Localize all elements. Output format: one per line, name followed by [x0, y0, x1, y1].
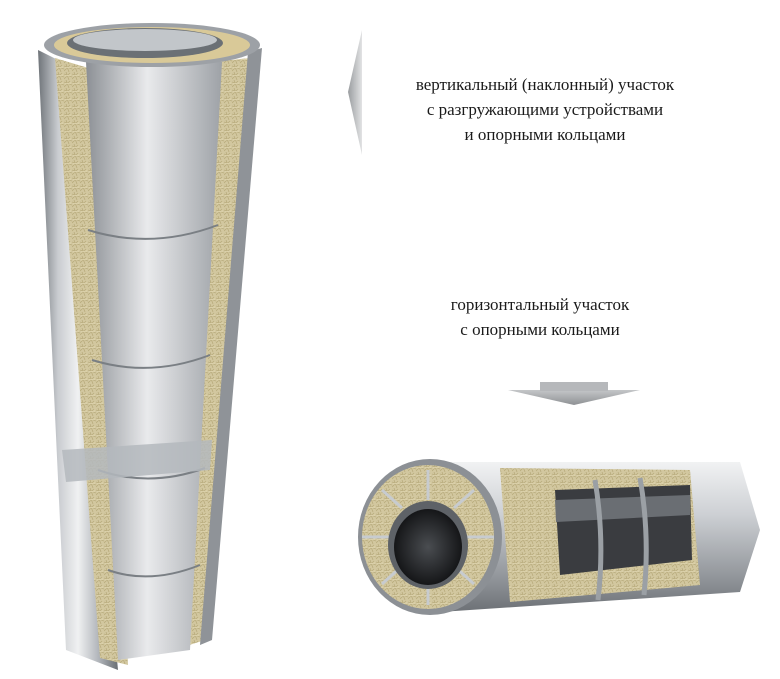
caption-vertical-line-1: вертикальный (наклонный) участок	[415, 75, 675, 94]
caption-horizontal-section: горизонтальный участок с опорными кольца…	[390, 292, 690, 342]
insulation-left	[55, 58, 128, 665]
horizontal-pipe	[358, 459, 760, 615]
support-rings-horizontal	[592, 477, 649, 601]
vertical-pipe	[38, 23, 262, 670]
caption-horizontal-line-1: горизонтальный участок	[450, 295, 630, 314]
inner-pipe	[86, 62, 222, 660]
caption-vertical-section: вертикальный (наклонный) участок с разгр…	[370, 72, 720, 147]
outer-shell-right	[200, 48, 262, 645]
arrow-down-stem	[540, 382, 608, 391]
arrow-down-icon	[508, 390, 640, 405]
pipe-bore	[394, 509, 462, 585]
unloading-device	[62, 440, 212, 482]
caption-horizontal-line-2: с опорными кольцами	[460, 320, 620, 339]
caption-vertical-line-2: с разгружающими устройствами	[426, 100, 664, 119]
caption-vertical-line-3: и опорными кольцами	[464, 125, 626, 144]
arrow-left-icon	[348, 30, 362, 155]
